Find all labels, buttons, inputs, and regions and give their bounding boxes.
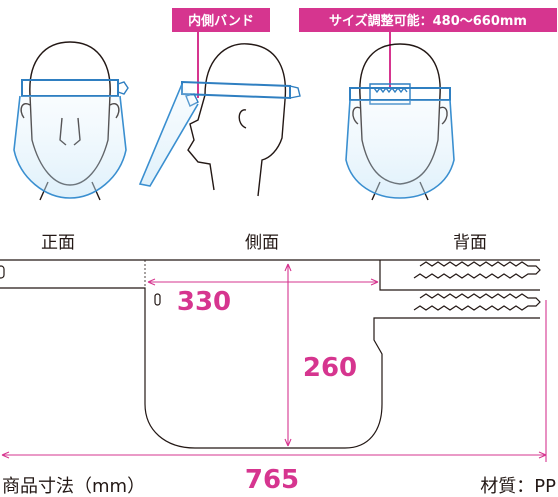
dimension-330: 330 — [177, 287, 231, 317]
front-shield — [13, 95, 127, 199]
side-ear — [238, 109, 247, 129]
callout-size-adjust-label: サイズ調整可能：480〜660mm — [329, 13, 527, 29]
size-label: 商品寸法（mm） — [2, 476, 145, 497]
dimension-lines — [1, 263, 547, 462]
dimension-765: 765 — [245, 465, 299, 495]
back-view-illustration — [345, 43, 455, 201]
material-label: 材質：PP — [480, 476, 556, 497]
side-shield — [138, 83, 199, 187]
back-adjuster-teeth — [373, 86, 408, 94]
callout-size-adjust: サイズ調整可能：480〜660mm — [299, 8, 557, 88]
pattern-strap-edge — [379, 260, 540, 291]
label-back: 背面 — [453, 233, 487, 253]
dim-765-arrows — [1, 451, 547, 459]
flat-pattern — [0, 259, 541, 449]
pattern-strap-teeth-lower — [413, 293, 541, 311]
front-band — [21, 79, 119, 97]
side-band-end — [289, 85, 301, 99]
pattern-lower-edge — [0, 287, 540, 449]
dimension-260: 260 — [303, 353, 357, 383]
dim-260-arrows — [284, 263, 292, 447]
label-front: 正面 — [41, 233, 75, 253]
dim-330-arrows — [147, 278, 379, 286]
side-view-illustration — [138, 43, 301, 197]
side-head-outline — [187, 43, 287, 197]
callout-size-adjust-box — [299, 8, 557, 32]
callout-inner-band: 内側バンド — [172, 8, 270, 98]
pattern-hole-mid — [154, 293, 161, 306]
front-view-illustration — [13, 41, 129, 201]
back-shield — [345, 99, 455, 199]
label-side: 側面 — [245, 233, 279, 253]
pattern-strap-teeth-upper — [413, 261, 541, 279]
front-band-clip — [117, 81, 129, 95]
guide-lines — [144, 260, 381, 290]
pattern-hole-left — [0, 265, 5, 279]
callout-inner-band-box — [172, 8, 270, 32]
callout-inner-band-label: 内側バンド — [188, 13, 254, 29]
